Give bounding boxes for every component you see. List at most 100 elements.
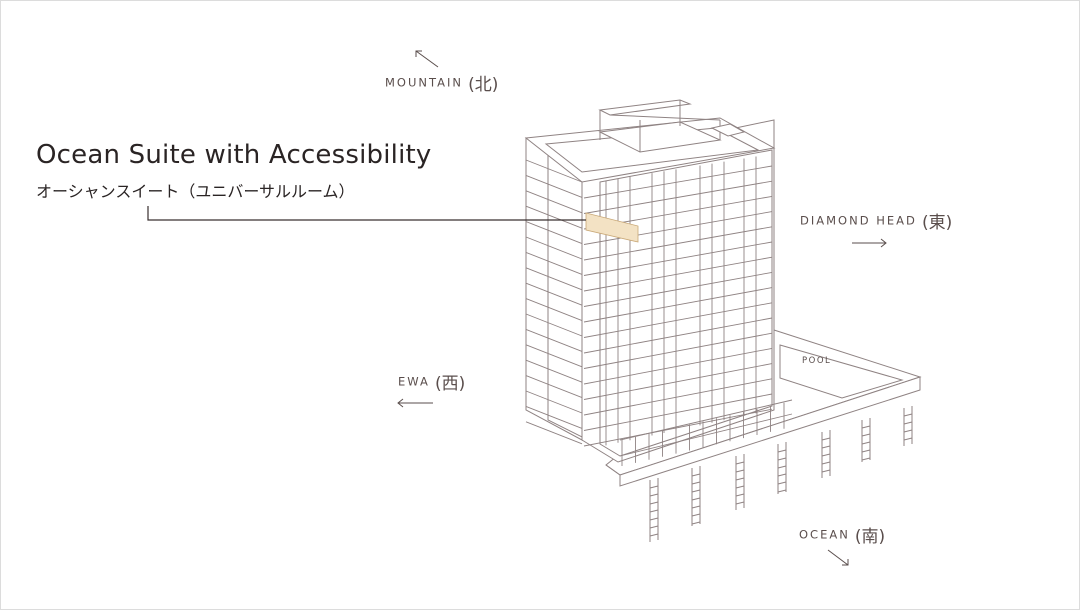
front-floor-line: [583, 241, 773, 276]
side-floor-line: [525, 313, 583, 337]
pillar-rung: [903, 437, 913, 441]
pillar-rung: [861, 449, 871, 453]
side-floor-line: [525, 328, 583, 352]
side-floor-line: [525, 205, 583, 229]
pillar-rung: [903, 429, 913, 433]
ocean-arrow: [827, 549, 849, 566]
room-title: Ocean Suite with Accessibility: [36, 140, 432, 170]
pillar-rung: [777, 489, 787, 493]
front-floor-line: [583, 287, 773, 323]
direction-ocean: OCEAN (南): [799, 522, 885, 547]
direction-mountain-jp: (北): [468, 75, 499, 95]
pillar-rung: [903, 413, 913, 417]
direction-ewa-en: EWA: [398, 374, 430, 389]
ewa-arrow: [397, 398, 433, 408]
mountain-arrow: [415, 50, 439, 68]
pillar-rung: [821, 461, 831, 465]
direction-ocean-en: OCEAN: [799, 527, 850, 542]
side-floor-line: [525, 282, 583, 306]
pillar-rung: [821, 469, 831, 473]
pillar-rung: [735, 501, 745, 505]
pillar-rung: [691, 497, 701, 501]
front-floor-line: [583, 256, 773, 292]
pillar-rung: [821, 453, 831, 457]
pillar-rung: [777, 449, 787, 453]
pillar-rung: [777, 481, 787, 485]
side-floor-line: [525, 390, 583, 414]
direction-ewa-jp: (西): [434, 374, 466, 394]
side-floor-line: [525, 298, 583, 322]
front-floor-line: [583, 408, 773, 447]
pillar-rung: [649, 485, 659, 489]
side-floor-line: [525, 221, 583, 245]
front-floor-line: [583, 393, 773, 431]
side-floor-line: [525, 421, 583, 445]
ground-arcade: [619, 399, 793, 466]
pillar-rung: [691, 481, 701, 485]
pillar-rung: [735, 493, 745, 497]
pillar-rung: [903, 421, 913, 425]
tower: [524, 99, 776, 463]
pillar-rung: [691, 521, 701, 525]
front-floor-line: [583, 226, 773, 261]
side-floor-line: [525, 344, 583, 368]
front-floor-line: [583, 363, 773, 400]
pillar-rung: [861, 433, 871, 437]
pillar-rung: [777, 465, 787, 469]
front-floor-line: [583, 347, 773, 385]
front-floor-line: [583, 378, 773, 416]
side-floor-line: [525, 190, 583, 214]
direction-mountain: MOUNTAIN (北): [385, 70, 498, 95]
side-floor-line: [525, 174, 583, 198]
front-floor-line: [583, 165, 773, 199]
pillar-rung: [777, 457, 787, 461]
pillar-rung: [649, 517, 659, 521]
side-floor-line: [525, 236, 583, 260]
front-floor-line: [583, 317, 773, 354]
pillar-rung: [735, 469, 745, 473]
front-floor-line: [583, 271, 773, 307]
side-floor-line: [525, 405, 583, 429]
pillar-rung: [735, 485, 745, 489]
pillar-rung: [649, 509, 659, 513]
room-leader-line: [147, 206, 586, 221]
front-floor-line: [583, 302, 773, 338]
pillar-rung: [691, 489, 701, 493]
floor-lines: [525, 156, 773, 447]
diamond-head-arrow: [852, 238, 887, 248]
pillar-rung: [691, 473, 701, 477]
pillar-rung: [649, 533, 659, 537]
pillar-rung: [649, 493, 659, 497]
side-floor-line: [525, 267, 583, 291]
direction-diamond-head: DIAMOND HEAD (東): [800, 208, 952, 233]
side-floor-line: [525, 375, 583, 399]
side-floor-line: [525, 159, 583, 183]
pillar-rung: [735, 461, 745, 465]
pillar-rung: [861, 441, 871, 445]
pillar-rung: [691, 505, 701, 509]
pillar-rung: [649, 525, 659, 529]
pillar-rung: [861, 425, 871, 429]
pillar-rung: [691, 513, 701, 517]
direction-diamond-head-jp: (東): [921, 213, 953, 233]
pillar-rung: [735, 477, 745, 481]
direction-diamond-head-en: DIAMOND HEAD: [800, 213, 917, 228]
front-floor-line: [583, 211, 773, 245]
front-floor-line: [583, 180, 773, 214]
pillar-rung: [821, 445, 831, 449]
highlighted-room: [585, 212, 639, 243]
pillar-rung: [821, 437, 831, 441]
direction-mountain-en: MOUNTAIN: [385, 75, 463, 90]
direction-ocean-jp: (南): [854, 527, 886, 547]
pool-label: POOL: [802, 356, 832, 366]
arcade-top: [619, 399, 793, 441]
pillar-rung: [861, 457, 871, 461]
side-floor-line: [525, 251, 583, 275]
support-pillars: [649, 406, 913, 542]
side-floor-line: [525, 359, 583, 383]
pillar-rung: [777, 473, 787, 477]
direction-ewa: EWA (西): [398, 369, 465, 394]
room-subtitle: オーシャンスイート（ユニバーサルルーム）: [36, 182, 355, 201]
